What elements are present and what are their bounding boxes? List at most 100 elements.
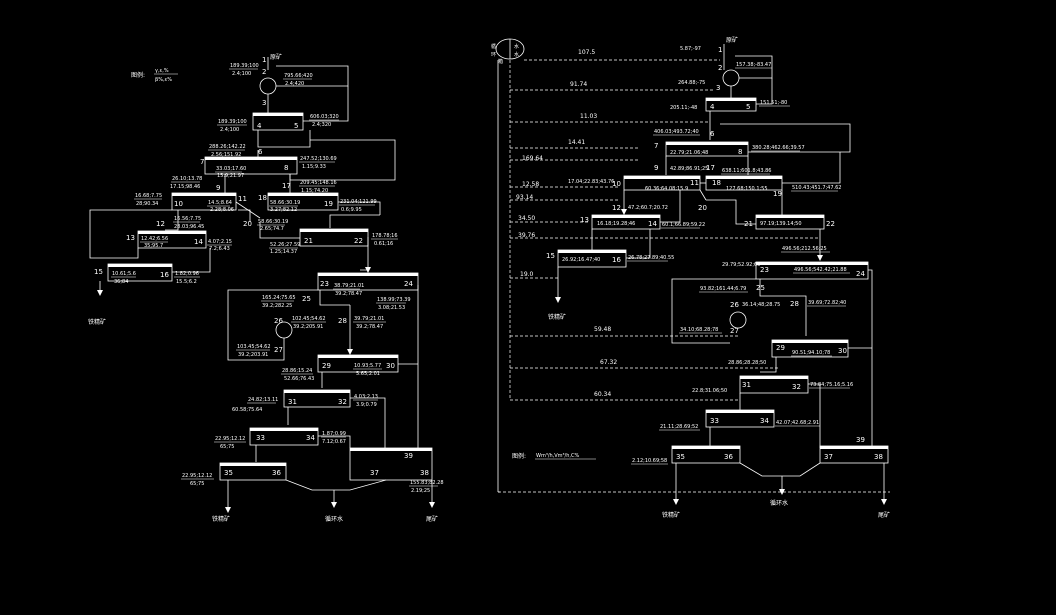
right-node-6: 6 — [710, 130, 715, 138]
left-node-35: 35 — [224, 469, 233, 477]
tank-label-3: 水 — [514, 43, 519, 50]
left-n35-bottom: 65;75 — [190, 481, 204, 487]
flow-14: 14.41 — [568, 139, 585, 146]
left-node-17: 17 — [282, 182, 291, 190]
right-node-33: 33 — [710, 417, 719, 425]
left-feed-top: 189.39;100 — [230, 63, 259, 69]
right-v22: 496.56;212.56;25 — [782, 246, 827, 252]
left-node-25: 25 — [302, 295, 311, 303]
left-n13-bottom: 35;95.7 — [144, 243, 163, 249]
right-node-26: 26 — [730, 301, 739, 309]
left-n3-bottom: 2.4;100 — [220, 127, 239, 133]
left-node-4: 4 — [257, 122, 262, 130]
left-n9-top: 26.10;13.78 — [172, 176, 202, 182]
right-v8: 380.28;462.66;39.57 — [752, 145, 805, 151]
right-v32b: 73.84;75.16;5.16 — [810, 382, 853, 388]
left-out-tail: 尾矿 — [426, 515, 438, 523]
left-n25-top: 165.24;75.65 — [262, 295, 296, 301]
left-n10-top: 16.68;7.75 — [135, 193, 162, 199]
tank-label-1: 循 — [491, 43, 496, 50]
left-node-3: 3 — [262, 99, 266, 107]
left-n33-top: 22.95;12.12 — [215, 436, 245, 442]
left-node-24: 24 — [404, 280, 413, 288]
left-n15-top: 10.61;5.6 — [112, 271, 136, 277]
flow-34: 34.50 — [518, 215, 535, 222]
left-node-23: 23 — [320, 280, 329, 288]
left-n7-bottom: 15.9;21.97 — [217, 173, 244, 179]
left-n31-bottom: 60.58;75.64 — [232, 407, 262, 413]
right-v27: 34.10;68.28;78 — [680, 327, 718, 333]
left-node-5: 5 — [294, 122, 298, 130]
right-node-24: 24 — [856, 270, 865, 278]
right-node-2: 2 — [718, 64, 722, 72]
left-n14-bottom: 7.2;6.43 — [209, 246, 230, 252]
left-n28-bottom: 39.2;78.47 — [356, 324, 383, 330]
left-n5-top: 606.03;320 — [310, 114, 339, 120]
right-node-3: 3 — [716, 84, 720, 92]
left-node-13: 13 — [126, 234, 135, 242]
left-n39-bottom: 2.19;25 — [411, 488, 430, 494]
left-node-9: 9 — [216, 184, 220, 192]
right-v35: 2.12;10.69;58 — [632, 458, 667, 464]
right-v16: 26.92;16.47;40 — [562, 257, 600, 263]
right-v21: 97.19;139.14;50 — [760, 221, 802, 227]
right-v29: 90.51;94.10;78 — [792, 350, 830, 356]
left-n3-top: 189.39;100 — [218, 119, 247, 125]
right-node-36: 36 — [724, 453, 733, 461]
left-out-iron-2: 铁精矿 — [212, 515, 230, 523]
left-legend-top: γ,ε,% — [155, 68, 169, 74]
left-n17-top: 209.45;148.16 — [300, 180, 337, 186]
left-n27-top: 103.45;54.62 — [237, 344, 271, 350]
left-n26-bottom: 39.2;205.91 — [293, 324, 323, 330]
left-node-19: 19 — [324, 200, 333, 208]
right-v5: 151.51;-80 — [760, 100, 787, 106]
right-v6: 406.03;493.72;40 — [654, 129, 699, 135]
flow-19: 19.0 — [520, 271, 534, 278]
left-n30-bottom: 5.65;2.01 — [356, 371, 380, 377]
left-n15-bottom: 36;84 — [114, 279, 128, 285]
left-n29-bottom: 52.66;76.43 — [284, 376, 314, 382]
left-node-36: 36 — [272, 469, 281, 477]
right-node-15: 15 — [546, 252, 555, 260]
right-node-1: 1 — [718, 46, 722, 54]
right-node-9: 9 — [654, 164, 658, 172]
left-n33-bottom: 65;75 — [220, 444, 234, 450]
right-v2: 157.38;-83.47 — [736, 62, 771, 68]
left-node-39: 39 — [404, 452, 413, 460]
left-node-6: 6 — [258, 148, 263, 156]
left-n6-top: 288.26;142.22 — [209, 144, 246, 150]
left-pump-2-icon — [259, 77, 277, 95]
left-node-27: 27 — [274, 346, 283, 354]
flow-12: 12.58 — [522, 181, 539, 188]
left-n32-top: 4.03;2.13 — [354, 394, 378, 400]
left-n17-bottom: 1.15;74.20 — [301, 188, 328, 194]
right-v10: 17.04;22.83;43.76 — [568, 179, 614, 185]
left-node-22: 22 — [354, 237, 363, 245]
right-v13: 16.18;19.28;46 — [597, 221, 635, 227]
right-node-16: 16 — [612, 256, 621, 264]
left-n35-top: 22.95;12.12 — [182, 473, 212, 479]
left-n13-top: 12.42;6.56 — [141, 236, 168, 242]
left-flowsheet: 图例: γ,ε,% β%,ε% 原矿 189.39;100 2.4;100 1 … — [88, 53, 444, 523]
right-feed-label: 原矿 — [726, 36, 738, 44]
left-node-37: 37 — [370, 469, 379, 477]
tank-label-5: 箱 — [498, 58, 503, 65]
right-v23: 29.79;52.92;60 — [722, 262, 760, 268]
left-node-16: 16 — [160, 271, 169, 279]
left-node-14: 14 — [194, 238, 203, 246]
left-node-34: 34 — [306, 434, 315, 442]
right-node-29: 29 — [776, 344, 785, 352]
left-out-iron-1: 铁精矿 — [88, 318, 106, 326]
left-legend-bottom: β%,ε% — [155, 77, 172, 83]
right-out-tail: 尾矿 — [878, 511, 890, 519]
flow-59: 59.48 — [594, 326, 611, 333]
right-v34: 42.07;42.68;2.91 — [776, 420, 819, 426]
right-v1: 5.87;-97 — [680, 46, 701, 52]
right-node-28: 28 — [790, 300, 799, 308]
right-v9: 42.89;86.91;25 — [670, 166, 708, 172]
left-n14-top: 4.07;2.15 — [208, 239, 232, 245]
left-n2-bottom: 2.4;420 — [285, 81, 304, 87]
flow-67: 67.32 — [600, 359, 617, 366]
left-n34-bottom: 7.12;0.67 — [322, 439, 346, 445]
